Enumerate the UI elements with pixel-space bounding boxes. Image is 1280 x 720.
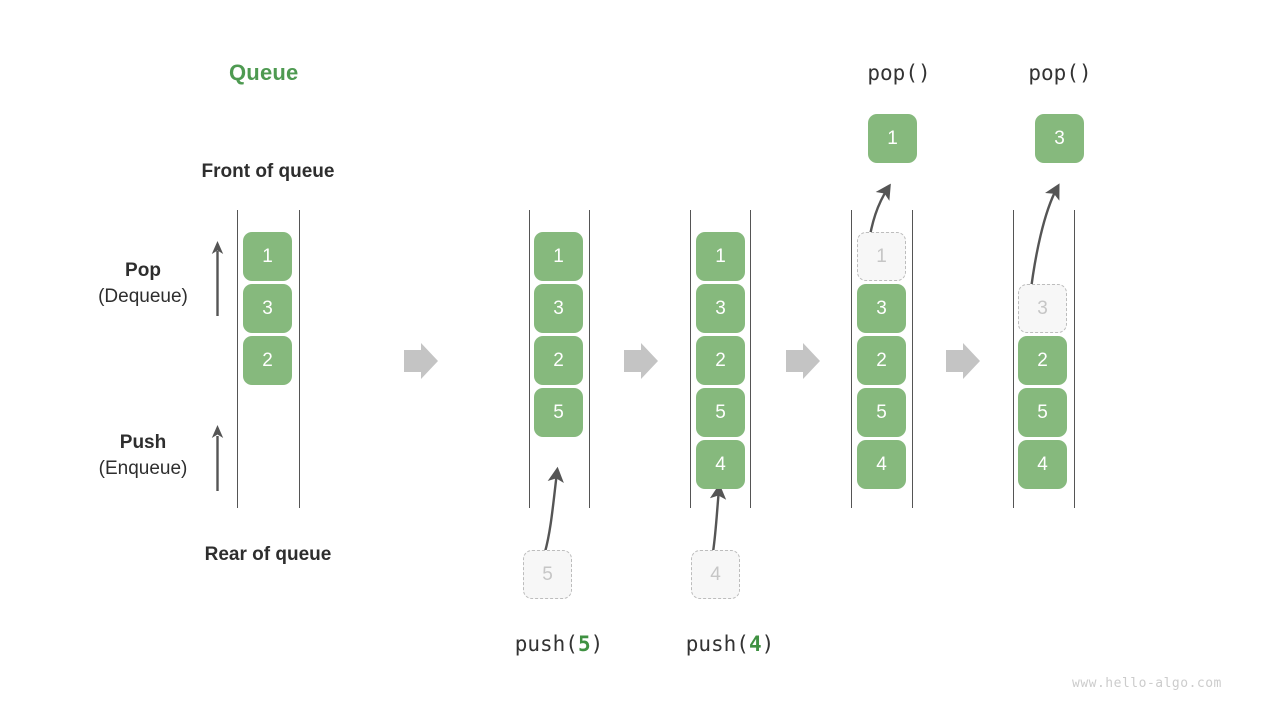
front-of-queue-label: Front of queue xyxy=(201,161,335,182)
stage-pop3-popped-cell: 3 xyxy=(1035,114,1084,163)
push-legend-title: Push xyxy=(119,432,167,453)
pop-legend: Pop (Dequeue) xyxy=(68,258,218,309)
stage-pop3-cell-1: 2 xyxy=(1018,336,1067,385)
stage-pop1-rail-right xyxy=(912,210,913,508)
stage-push4-rail-left xyxy=(690,210,691,508)
stage-pop3-rail-right xyxy=(1074,210,1075,508)
push-5-insert-arrow xyxy=(543,466,564,553)
stage-pop3-op-label: pop() xyxy=(1028,61,1092,85)
stage-push4-rail-right xyxy=(750,210,751,508)
stage-push4-incoming-cell: 4 xyxy=(691,550,740,599)
stage-push4-cell-2: 2 xyxy=(696,336,745,385)
stage-pop1-rail-left xyxy=(851,210,852,508)
stage-push4-op-suffix: ) xyxy=(761,632,775,656)
rear-of-queue-label: Rear of queue xyxy=(204,544,332,565)
pop-legend-subtitle: (Dequeue) xyxy=(98,285,188,307)
stage-pop1-op-label: pop() xyxy=(867,61,931,85)
stage-push5-op-suffix: ) xyxy=(590,632,604,656)
flow-arrow-2 xyxy=(624,343,658,379)
stage-pop1-cell-4: 4 xyxy=(857,440,906,489)
stage-pop3-cell-2: 5 xyxy=(1018,388,1067,437)
stage-pop1-cell-1: 3 xyxy=(857,284,906,333)
stage-pop1-cell-3: 5 xyxy=(857,388,906,437)
stage-push5-cell-3: 5 xyxy=(534,388,583,437)
stage-push5-incoming-cell: 5 xyxy=(523,550,572,599)
push-legend-subtitle: (Enqueue) xyxy=(98,457,188,479)
stage-push5-op-label: push(5) xyxy=(484,632,634,656)
stage-initial-rail-left xyxy=(237,210,238,508)
stage-push4-op-value: 4 xyxy=(748,632,762,656)
stage-push4-cell-1: 3 xyxy=(696,284,745,333)
stage-push5-cell-1: 3 xyxy=(534,284,583,333)
stage-push5-rail-right xyxy=(589,210,590,508)
stage-pop3-cell-3: 4 xyxy=(1018,440,1067,489)
stage-push5-op-value: 5 xyxy=(577,632,591,656)
stage-push4-cell-0: 1 xyxy=(696,232,745,281)
page-title: Queue xyxy=(229,60,299,85)
stage-push4-op-label: push(4) xyxy=(655,632,805,656)
watermark: www.hello-algo.com xyxy=(1072,676,1222,691)
stage-push5-op-prefix: push( xyxy=(514,632,578,656)
stage-push5-cell-0: 1 xyxy=(534,232,583,281)
flow-arrow-4 xyxy=(946,343,980,379)
stage-push5-rail-left xyxy=(529,210,530,508)
stage-push5-cell-2: 2 xyxy=(534,336,583,385)
flow-arrow-3 xyxy=(786,343,820,379)
stage-initial-cell-2: 2 xyxy=(243,336,292,385)
flow-arrow-1 xyxy=(404,343,438,379)
stage-push4-op-prefix: push( xyxy=(685,632,749,656)
stage-initial-rail-right xyxy=(299,210,300,508)
stage-push4-cell-4: 4 xyxy=(696,440,745,489)
push-4-insert-arrow xyxy=(709,483,727,553)
stage-pop3-rail-left xyxy=(1013,210,1014,508)
pop-3-remove-arrow xyxy=(1028,183,1060,298)
pop-legend-title: Pop xyxy=(125,260,161,281)
stage-pop1-cell-2: 2 xyxy=(857,336,906,385)
stage-initial-cell-1: 3 xyxy=(243,284,292,333)
stage-pop1-popped-cell: 1 xyxy=(868,114,917,163)
stage-pop3-cell-0: 3 xyxy=(1018,284,1067,333)
push-legend: Push (Enqueue) xyxy=(68,430,218,481)
stage-push4-cell-3: 5 xyxy=(696,388,745,437)
stage-pop1-cell-0: 1 xyxy=(857,232,906,281)
stage-initial-cell-0: 1 xyxy=(243,232,292,281)
